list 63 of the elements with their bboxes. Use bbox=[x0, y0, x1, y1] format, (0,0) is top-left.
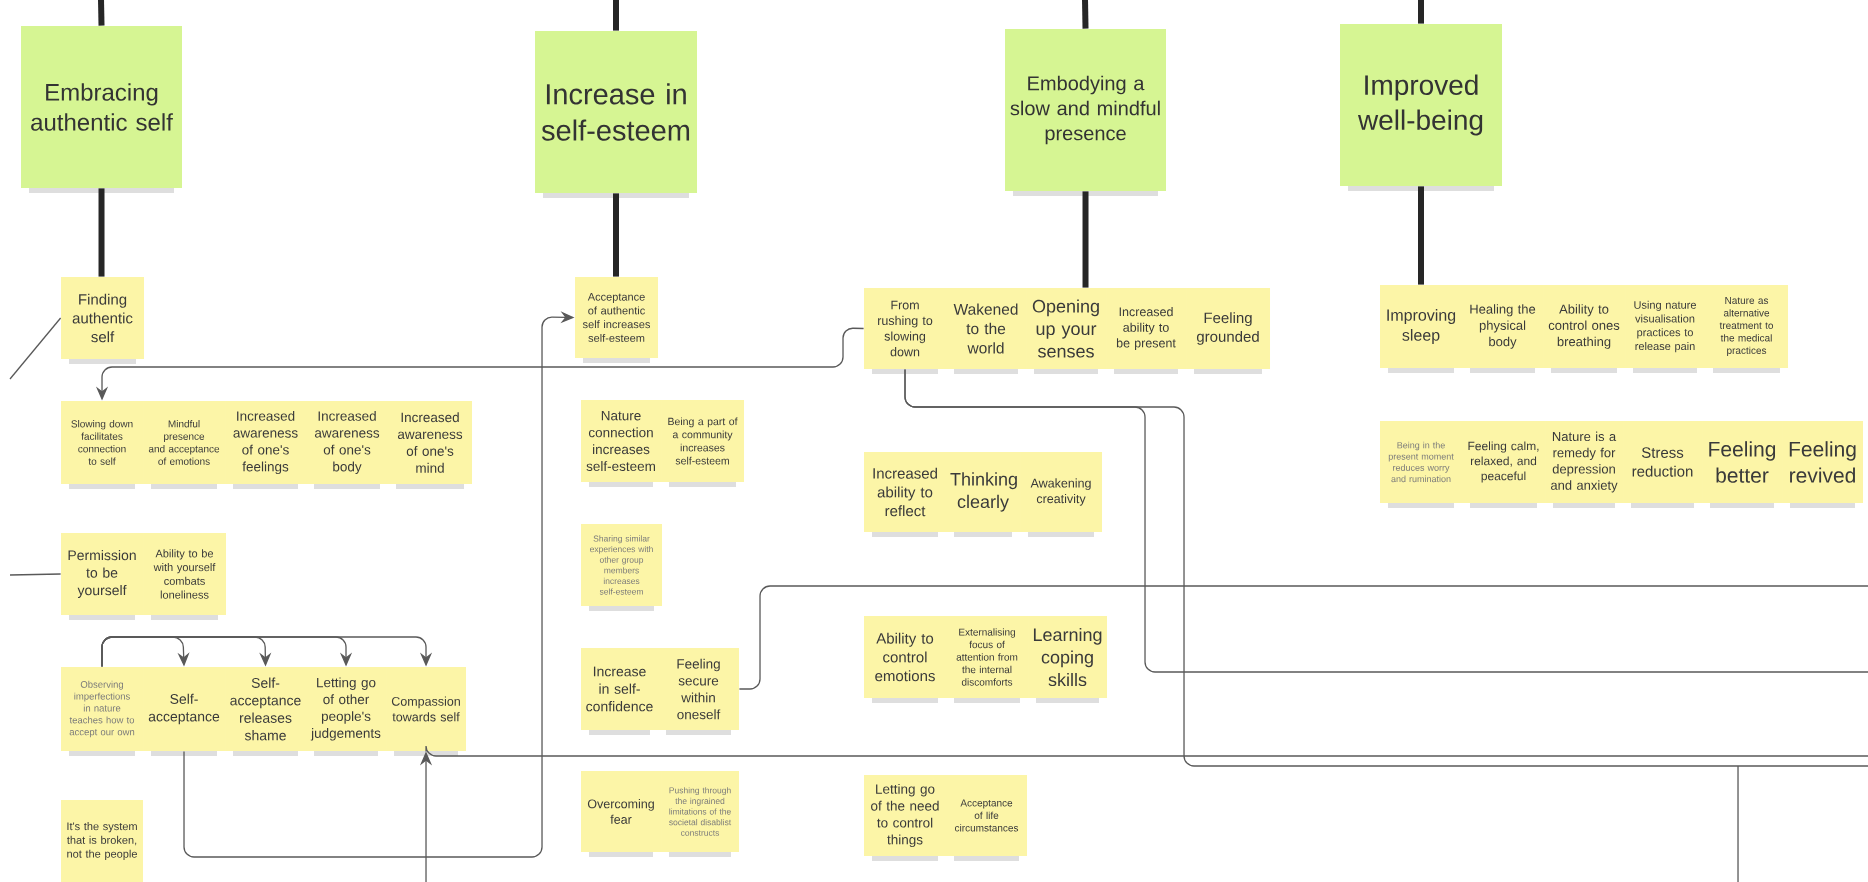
thick-line bbox=[613, 0, 619, 31]
sticky-note: Ability to control emotions bbox=[864, 616, 946, 703]
sticky-note: It's the system that is broken, not the people bbox=[61, 800, 143, 882]
sticky-note: Nature is a remedy for depression and anxiety bbox=[1545, 421, 1623, 508]
connector-line bbox=[9, 317, 62, 380]
sticky-note: Ability to control ones breathing bbox=[1543, 285, 1625, 373]
sticky-note: Learning coping skills bbox=[1028, 616, 1107, 703]
connector-line bbox=[904, 368, 1868, 882]
thick-line bbox=[98, 188, 105, 277]
sticky-note: Nature as alternative treatment to the medical practices bbox=[1705, 285, 1788, 373]
heading-note: Increase in self-esteem bbox=[535, 31, 697, 198]
sticky-note: Self-acceptance releases shame bbox=[225, 667, 306, 756]
sticky-note: Healing the physical body bbox=[1462, 285, 1543, 373]
sticky-note: Feeling revived bbox=[1782, 421, 1863, 508]
sticky-note: Feeling secure within oneself bbox=[658, 648, 739, 735]
sticky-note: Sharing similar experiences with other group members increases self-esteem bbox=[581, 524, 662, 611]
sticky-note: Using nature visualisation practices to release pain bbox=[1625, 285, 1705, 373]
arrow bbox=[101, 636, 433, 668]
sticky-note: Pushing through the ingrained limitations of the societal disablist constructs bbox=[661, 771, 739, 857]
thick-line bbox=[1082, 191, 1089, 288]
sticky-note: Wakened to the world bbox=[946, 288, 1026, 374]
sticky-note: Being in the present moment reduces worry and rumination bbox=[1380, 421, 1462, 508]
sticky-note: Feeling grounded bbox=[1186, 288, 1270, 374]
sticky-note: Acceptance of life circumstances bbox=[946, 775, 1027, 861]
thick-line bbox=[1418, 0, 1424, 24]
heading-note: Embracing authentic self bbox=[21, 26, 182, 193]
sticky-note: Increased ability to be present bbox=[1106, 288, 1186, 374]
thick-line bbox=[1082, 0, 1089, 29]
sticky-note: Self-acceptance bbox=[143, 667, 225, 756]
sticky-note: Being a part of a community increases self-esteem bbox=[661, 400, 744, 487]
sticky-note: Stress reduction bbox=[1623, 421, 1702, 508]
sticky-note: Externalising focus of attention from the internal discomforts bbox=[946, 616, 1028, 703]
sticky-note: Ability to be with yourself combats loneliness bbox=[143, 533, 226, 620]
sticky-note: Increased awareness of one's mind bbox=[388, 401, 472, 489]
thick-line bbox=[98, 0, 105, 26]
sticky-note: Letting go of other people's judgements bbox=[306, 667, 386, 756]
sticky-note: Nature connection increases self-esteem bbox=[581, 400, 661, 487]
heading-note: Embodying a slow and mindful presence bbox=[1005, 29, 1166, 196]
connector-line bbox=[425, 745, 1868, 757]
sticky-note: Feeling calm, relaxed, and peaceful bbox=[1462, 421, 1545, 508]
sticky-note: Opening up your senses bbox=[1026, 288, 1106, 374]
heading-note: Improved well-being bbox=[1340, 24, 1502, 191]
sticky-note: Increased awareness of one's feelings bbox=[225, 401, 306, 489]
sticky-note: Increase in self-confidence bbox=[581, 648, 658, 735]
sticky-note: Slowing down facilitates connection to self bbox=[61, 401, 143, 489]
sticky-note: Increased awareness of one's body bbox=[306, 401, 388, 489]
sticky-note: Thinking clearly bbox=[946, 452, 1020, 537]
thick-line bbox=[613, 193, 619, 277]
thick-line bbox=[1418, 186, 1424, 285]
sticky-note: Improving sleep bbox=[1380, 285, 1462, 373]
sticky-note: Feeling better bbox=[1702, 421, 1782, 508]
sticky-note: Compassion towards self bbox=[386, 667, 466, 756]
sticky-note: Mindful presence and acceptance of emotions bbox=[143, 401, 225, 489]
sticky-note: From rushing to slowing down bbox=[864, 288, 946, 374]
sticky-note: Permission to be yourself bbox=[61, 533, 143, 620]
sticky-note: Observing imperfections in nature teaches how to accept our own bbox=[61, 667, 143, 756]
sticky-note: Awakening creativity bbox=[1020, 452, 1102, 537]
sticky-note: Acceptance of authentic self increases self-esteem bbox=[575, 277, 658, 363]
sticky-note: Increased ability to reflect bbox=[864, 452, 946, 537]
sticky-note: Overcoming fear bbox=[581, 771, 661, 857]
sticky-note: Finding authentic self bbox=[61, 277, 144, 364]
sticky-note: Letting go of the need to control things bbox=[864, 775, 946, 861]
connector-line bbox=[9, 573, 62, 576]
